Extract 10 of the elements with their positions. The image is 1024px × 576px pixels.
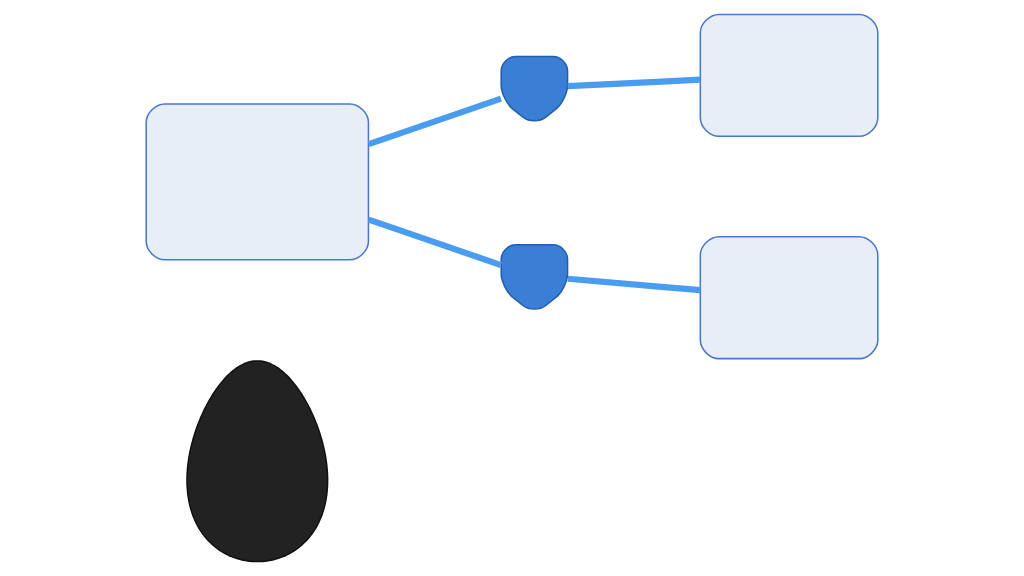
connector xyxy=(367,216,502,268)
connector xyxy=(367,95,502,148)
node-box xyxy=(699,235,879,360)
node-person xyxy=(186,360,329,563)
connector xyxy=(567,275,701,294)
connector xyxy=(567,76,701,90)
node-box xyxy=(699,13,879,138)
node-box xyxy=(145,103,370,261)
node-shield xyxy=(500,55,569,122)
node-shield xyxy=(500,244,569,310)
